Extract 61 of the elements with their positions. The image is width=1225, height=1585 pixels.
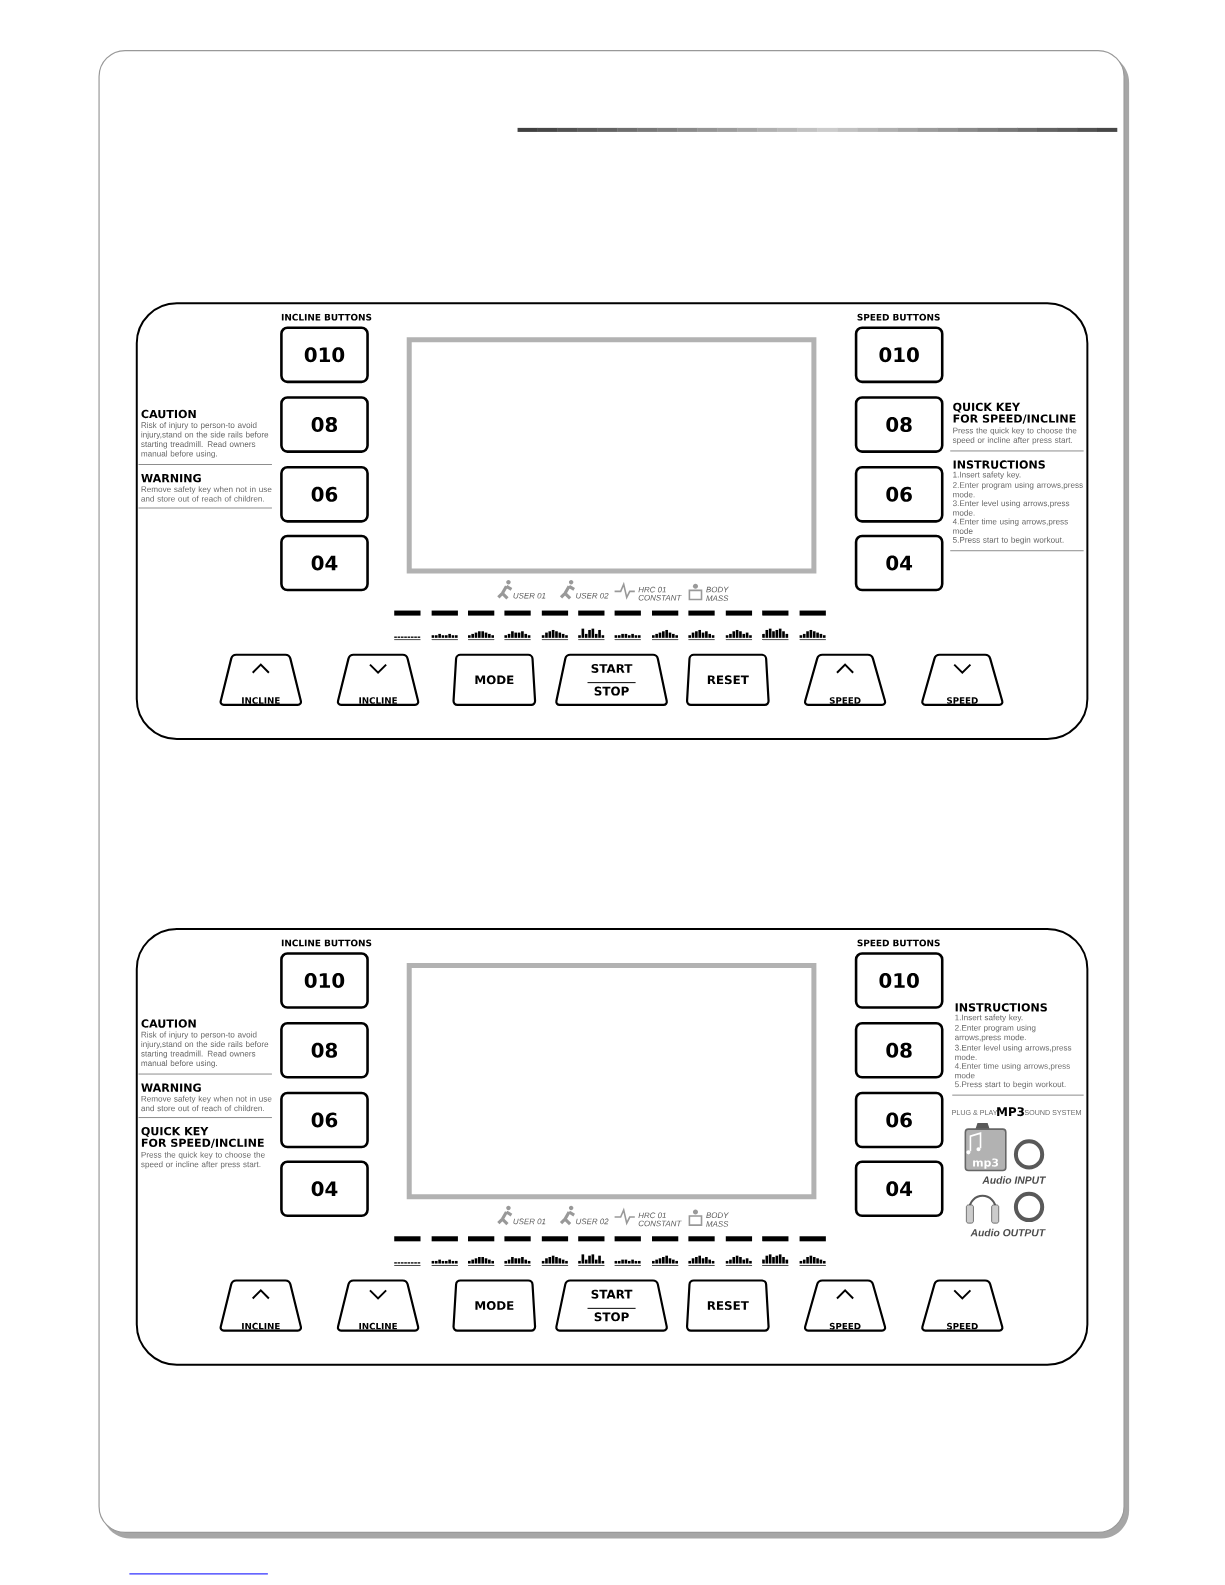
note-text: 4.Enter time using arrows,press mode: [954, 1062, 1070, 1079]
heading: INSTRUCTIONS: [955, 1003, 1047, 1012]
control-button: RESET: [685, 653, 770, 706]
heading: WARNING: [141, 473, 201, 483]
quick-key-button: 06: [280, 465, 369, 523]
control-button: START STOP: [555, 653, 668, 706]
note-text: 5.Press start to begin workout.: [952, 536, 1064, 545]
icon-label: mp3: [973, 1158, 998, 1169]
control-button: START STOP: [555, 1279, 668, 1332]
quick-key-button: 04: [280, 1160, 369, 1218]
heading: CAUTION: [141, 409, 196, 419]
note-text: 3.Enter level using arrows,press mode.: [952, 500, 1070, 516]
note-text: 5.Press start to begin workout.: [954, 1081, 1066, 1089]
jack-label: Audio OUTPUT: [970, 1228, 1046, 1237]
quick-key-button: 06: [280, 1091, 369, 1149]
quick-key-button: 04: [280, 534, 369, 592]
quick-key-button: 04: [854, 534, 944, 592]
quick-key-button: 010: [280, 326, 369, 384]
quick-key-button: 08: [854, 1021, 944, 1079]
note-text: Risk of injury to person-to avoid injury,stand on the side rails before starting treadmill. Read owners manual before using.: [141, 422, 269, 459]
heading: FOR SPEED/INCLINE: [141, 1138, 264, 1148]
quick-key-button: 010: [854, 326, 944, 384]
note-text: Press the quick key to choose the speed or incline after press start.: [141, 1151, 265, 1169]
console-panel: [135, 927, 1089, 1366]
quick-key-button: 08: [280, 1021, 369, 1079]
note-text: Press the quick key to choose the speed or incline after press start.: [952, 427, 1077, 445]
console-panel: [135, 302, 1089, 740]
note-text: 3.Enter level using arrows,press mode.: [954, 1044, 1072, 1061]
note-text: 1.Insert safety key.: [953, 471, 1021, 480]
caption-text: MP3: [997, 1107, 1024, 1117]
note-text: 4.Enter time using arrows,press mode: [952, 518, 1068, 534]
quick-key-button: 08: [280, 396, 369, 453]
control-button: MODE: [452, 653, 537, 706]
control-button: INCLINE: [219, 1279, 302, 1332]
note-text: Remove safety key when not in use and store out of reach of children.: [141, 1095, 272, 1112]
control-button: SPEED: [921, 1279, 1004, 1332]
heading: INSTRUCTIONS: [953, 460, 1045, 469]
control-button: INCLINE: [219, 653, 302, 706]
quick-key-button: 06: [854, 1091, 944, 1149]
display-screen: [406, 337, 817, 574]
display-screen: [406, 962, 817, 1200]
control-button: MODE: [452, 1279, 537, 1332]
heading: QUICK KEY: [141, 1126, 209, 1137]
heading: CAUTION: [141, 1019, 196, 1028]
note-text: 1.Insert safety key.: [955, 1014, 1023, 1022]
quick-key-button: 04: [854, 1160, 944, 1218]
heading: QUICK KEY: [953, 402, 1021, 413]
control-button: INCLINE: [336, 1279, 420, 1332]
control-button: RESET: [685, 1279, 770, 1332]
quick-key-button: 08: [854, 396, 944, 453]
jack-label: Audio INPUT: [982, 1176, 1047, 1184]
control-button: INCLINE: [336, 653, 420, 706]
quick-key-button: 010: [280, 952, 369, 1009]
quick-key-button: 010: [854, 952, 944, 1009]
control-button: SPEED: [803, 1279, 887, 1332]
control-button: SPEED: [803, 653, 887, 706]
quick-key-button: 06: [854, 465, 944, 523]
control-button: SPEED: [921, 653, 1004, 706]
heading: WARNING: [141, 1083, 201, 1092]
note-text: Risk of injury to person-to avoid injury,stand on the side rails before starting treadmill. Read owners manual before using.: [141, 1031, 269, 1068]
note-text: 2.Enter program using arrows,press mode.: [954, 1024, 1036, 1042]
